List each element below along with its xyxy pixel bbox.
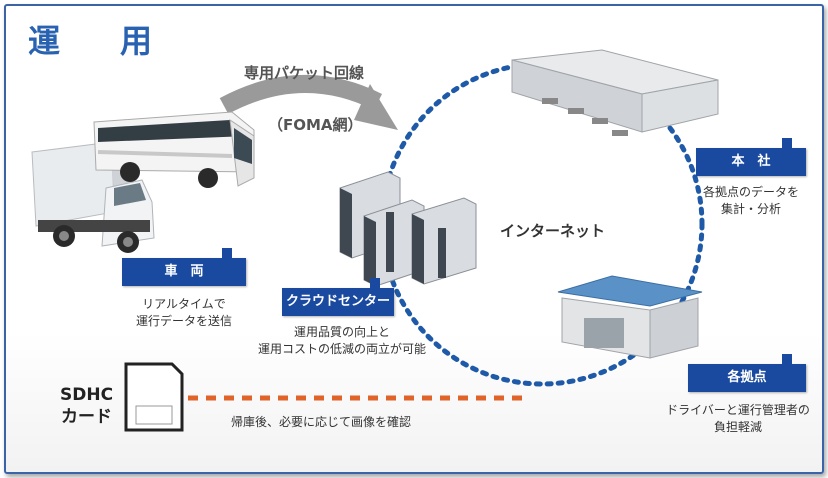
- branch-label-text: 各拠点: [727, 370, 767, 385]
- hq-desc-line-1: 各拠点のデータを: [702, 185, 799, 199]
- cloud-desc-line-1: 運用品質の向上と: [293, 325, 390, 339]
- diagram-frame: 運 用 専用パケット回線 （FOMA網） インターネット 車 両 リアルタイムで…: [4, 4, 824, 474]
- vehicles-desc-line-1: リアルタイムで: [142, 297, 226, 311]
- sd-description: 帰庫後、必要に応じて画像を確認: [230, 415, 411, 429]
- internet-label: インターネット: [500, 222, 606, 240]
- vehicles-label-text: 車 両: [164, 264, 204, 279]
- branch-description: ドライバーと運行管理者の負担軽減: [656, 402, 820, 436]
- branch-building-icon: [557, 275, 703, 359]
- hq-label-text: 本 社: [731, 154, 771, 169]
- diagram-graphics: [31, 49, 719, 432]
- page-title: 運 用: [28, 22, 167, 60]
- truck-icon: [31, 141, 155, 253]
- sd-label-line-1: SDHC: [60, 385, 114, 405]
- cloud-label: クラウドセンター: [282, 278, 394, 316]
- cloud-desc-line-2: 運用コストの低減の両立が可能: [257, 342, 426, 356]
- sd-card-icon: [124, 362, 184, 432]
- network-label: （FOMA網）: [268, 116, 363, 134]
- hq-desc-line-2: 集計・分析: [720, 202, 781, 216]
- sd-label-line-2: カード: [61, 407, 113, 427]
- line-label: 専用パケット回線: [244, 64, 365, 82]
- vehicles-description: リアルタイムで運行データを送信: [128, 296, 240, 330]
- bus-icon: [93, 111, 255, 188]
- cloud-description: 運用品質の向上と運用コストの低減の両立が可能: [242, 324, 442, 358]
- branch-desc-line-2: 負担軽減: [713, 420, 762, 434]
- hq-description: 各拠点のデータを集計・分析: [682, 184, 820, 218]
- hq-label: 本 社: [696, 138, 806, 176]
- cloud-label-text: クラウドセンター: [285, 294, 390, 309]
- vehicles-label: 車 両: [122, 248, 246, 286]
- vehicles-desc-line-2: 運行データを送信: [135, 314, 232, 328]
- server-racks-icon: [339, 171, 477, 287]
- curved-arrow-icon: [219, 74, 398, 130]
- branch-desc-line-1: ドライバーと運行管理者の: [666, 403, 810, 417]
- headquarters-building-icon: [511, 49, 719, 136]
- branch-label: 各拠点: [688, 354, 806, 392]
